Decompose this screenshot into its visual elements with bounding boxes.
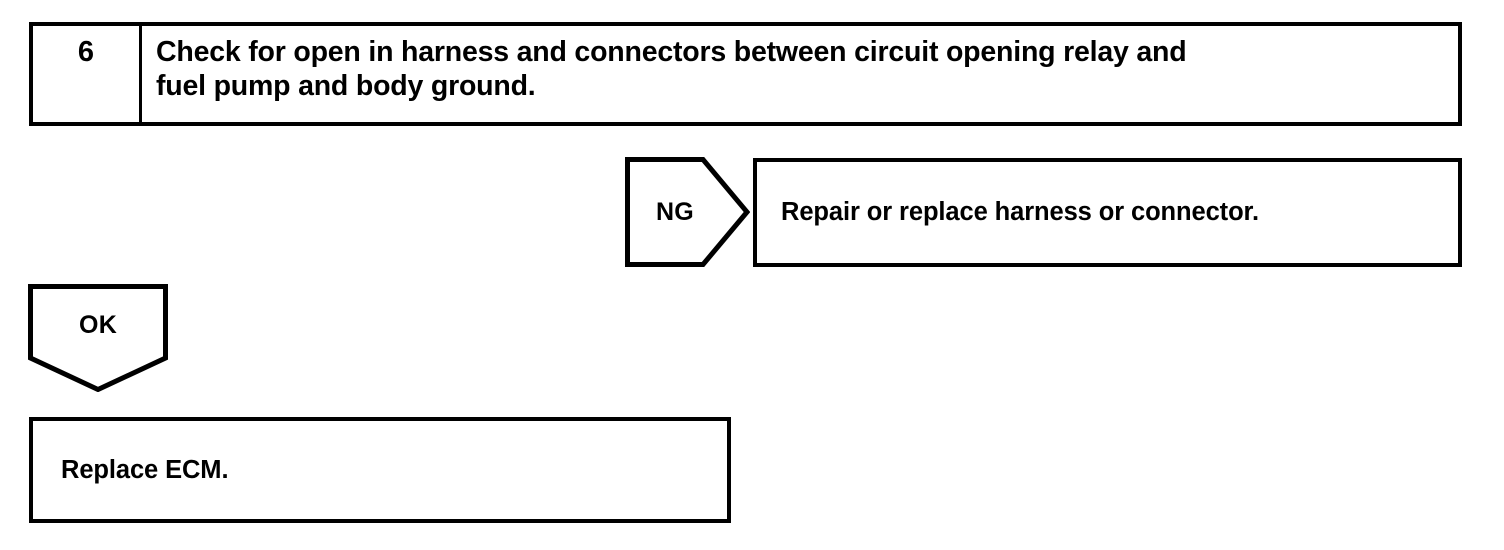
ng-result-text: Repair or replace harness or connector. — [781, 198, 1259, 227]
step-instruction-text: Check for open in harness and connectors… — [156, 36, 1187, 102]
step-instruction-box: 6 Check for open in harness and connecto… — [29, 22, 1462, 126]
step-number-cell: 6 — [33, 26, 142, 122]
ok-result-box: Replace ECM. — [29, 417, 731, 523]
step-number: 6 — [77, 36, 95, 68]
ok-result-text: Replace ECM. — [61, 455, 229, 484]
ng-result-box: Repair or replace harness or connector. — [753, 158, 1462, 267]
step-instruction-cell: Check for open in harness and connectors… — [142, 26, 1458, 122]
ng-branch-arrow — [625, 157, 750, 267]
ok-branch-arrow — [28, 284, 168, 392]
